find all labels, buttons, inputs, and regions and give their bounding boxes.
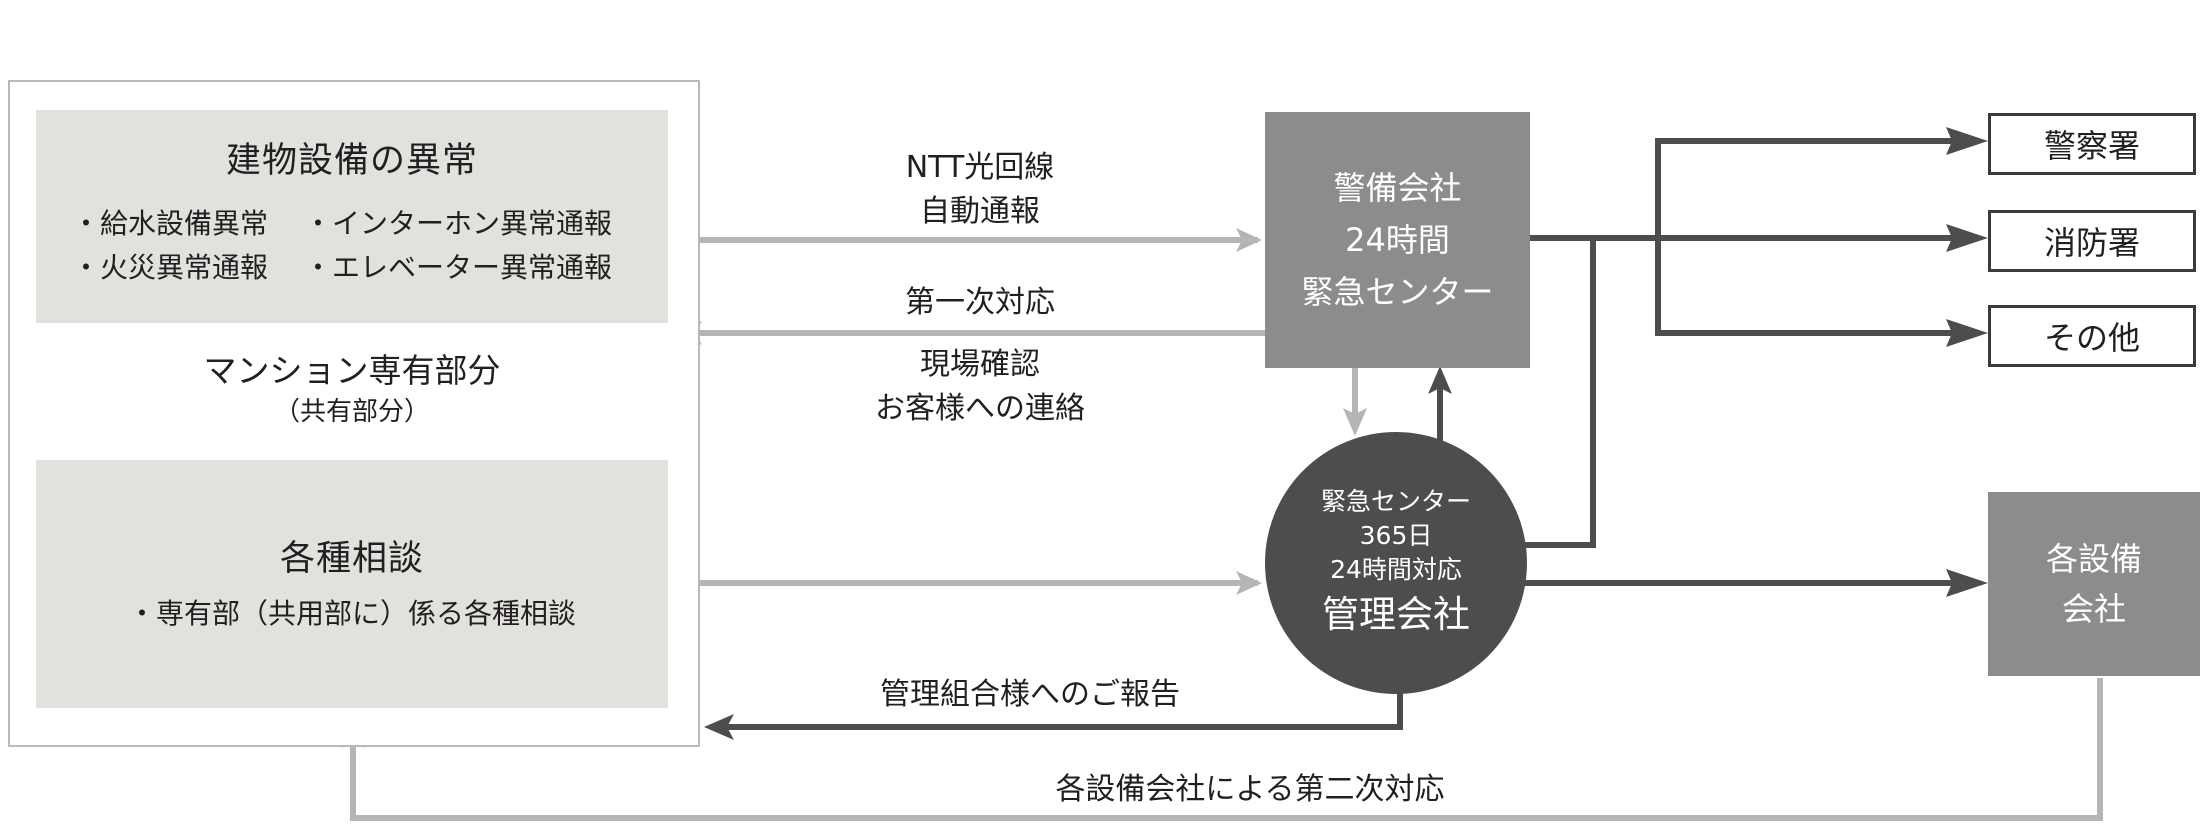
equipment-line2: 会社 xyxy=(2061,590,2126,628)
onsite-label: 現場確認 お客様への連絡 xyxy=(780,343,1180,431)
fire-label: 消防署 xyxy=(2043,224,2140,262)
consultation-panel: 各種相談 ・専有部（共用部に）係る各種相談 xyxy=(36,460,668,708)
customer-contact-label: お客様への連絡 xyxy=(875,391,1085,426)
arrow-second-response xyxy=(350,678,2103,821)
report-label: 管理組合様へのご報告 xyxy=(880,677,1180,712)
other-label: その他 xyxy=(2043,319,2140,357)
arrowhead-other xyxy=(1946,319,1988,347)
first-response-label: 第一次対応 xyxy=(905,285,1055,320)
police-label: 警察署 xyxy=(2043,127,2140,165)
arrow-to-fire xyxy=(1515,235,1960,548)
bullet-fire: ・火災異常通報 xyxy=(72,251,269,284)
consultation-title: 各種相談 xyxy=(279,539,424,579)
management-company-circle: 緊急センター 365日 24時間対応 管理会社 xyxy=(1265,432,1527,694)
ntt-line-label: NTT光回線 xyxy=(905,150,1055,185)
building-equipment-panel: 建物設備の異常 ・給水設備異常 ・火災異常通報 ・インターホン異常通報 ・エレベ… xyxy=(36,110,668,323)
arrow-report xyxy=(712,690,1403,730)
first-response-label-wrap: 第一次対応 xyxy=(780,281,1180,325)
equipment-line1: 各設備 xyxy=(2045,540,2142,578)
security-company-label: 警備会社 xyxy=(1333,169,1462,207)
arrowhead-mgmt-to-security xyxy=(1428,366,1452,394)
fire-box: 消防署 xyxy=(1988,210,2196,272)
security-24h-label: 24時間 xyxy=(1345,221,1450,259)
arrowhead-security-to-mgmt xyxy=(1343,408,1367,436)
arrowhead-police xyxy=(1946,127,1988,155)
arrowhead-ntt xyxy=(1236,228,1262,252)
private-area-label: マンション専有部分 （共有部分） xyxy=(36,348,668,430)
mgmt-company-label: 管理会社 xyxy=(1322,593,1470,636)
arrowhead-consultation xyxy=(1236,571,1262,595)
arrowhead-equipment xyxy=(1946,569,1988,597)
security-center-box: 警備会社 24時間 緊急センター xyxy=(1265,112,1530,368)
common-area-subtitle: （共有部分） xyxy=(273,397,430,427)
arrowhead-fire xyxy=(1946,224,1988,252)
arrowhead-report xyxy=(704,714,734,740)
mgmt-emergency-label: 緊急センター xyxy=(1320,487,1471,516)
ntt-label: NTT光回線 自動通報 xyxy=(780,146,1180,234)
consultation-item: ・専有部（共用部に）係る各種相談 xyxy=(127,597,576,630)
onsite-check-label: 現場確認 xyxy=(920,347,1040,382)
second-response-label: 各設備会社による第二次対応 xyxy=(1055,772,1445,807)
arrow-to-other xyxy=(1655,141,1960,336)
bullet-elevator: ・エレベーター異常通報 xyxy=(304,251,613,284)
mgmt-24h-label: 24時間対応 xyxy=(1330,555,1462,584)
auto-report-label: 自動通報 xyxy=(920,194,1040,229)
bullet-intercom: ・インターホン異常通報 xyxy=(304,207,613,240)
equipment-company-box: 各設備 会社 xyxy=(1988,492,2200,676)
mgmt-365-label: 365日 xyxy=(1359,521,1433,550)
bullet-water-supply: ・給水設備異常 xyxy=(72,207,269,240)
private-area-title: マンション専有部分 xyxy=(203,351,501,390)
security-emergency-label: 緊急センター xyxy=(1301,273,1494,311)
other-box: その他 xyxy=(1988,305,2196,367)
report-label-wrap: 管理組合様へのご報告 xyxy=(780,673,1280,717)
police-box: 警察署 xyxy=(1988,113,2196,175)
second-response-label-wrap: 各設備会社による第二次対応 xyxy=(900,768,1600,812)
building-equipment-title: 建物設備の異常 xyxy=(225,141,478,181)
